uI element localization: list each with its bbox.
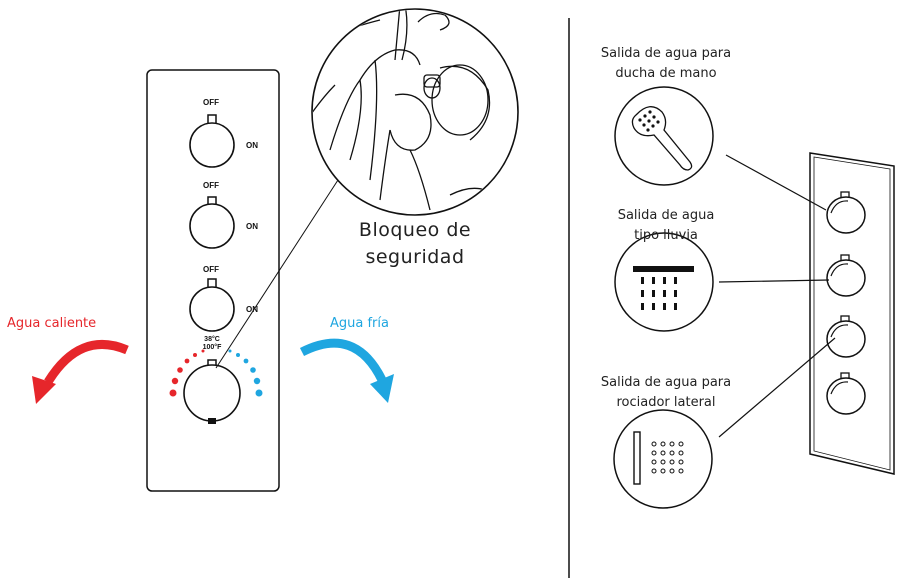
right-knob-4 [826,372,866,415]
cold-temperature-dots [228,349,263,397]
hot-temperature-dots [169,349,205,397]
safety-lock-label-line2: seguridad [365,246,465,268]
lock-leader-line [215,179,339,369]
side-jet-icon [613,409,713,509]
valve-1-off-label: OFF [203,98,219,107]
hot-water-label: Agua caliente [7,316,97,331]
side-jet-callout-line1: Salida de agua para [600,375,732,390]
rain-shower-callout-line1: Salida de agua [617,208,715,223]
valve-knob-1 [189,114,235,168]
hand-shower-icon [614,86,714,186]
right-knob-3 [826,315,866,358]
valve-2-off-label: OFF [203,181,219,190]
valve-3-on-label: ON [246,305,258,314]
side-jet-callout-line2: rociador lateral [616,395,716,410]
rain-shower-callout-line2: tipo lluvia [634,228,698,243]
valve-2-on-label: ON [246,222,258,231]
rain-shower-icon [614,232,714,332]
right-knob-2 [826,254,866,297]
connector-side-jet [718,337,836,438]
right-knob-1 [826,191,866,234]
thermostat-knob [183,359,241,424]
valve-3-off-label: OFF [203,265,219,274]
connector-rain-shower [718,279,830,283]
safety-lock-detail-circle [311,8,519,216]
connector-hand-shower [725,154,827,211]
valve-knob-2 [189,196,235,249]
hand-shower-callout-line1: Salida de agua para [600,46,732,61]
temperature-fahrenheit-label: 100°F [202,344,222,351]
safety-lock-label-line1: Bloqueo de [358,219,472,241]
cold-water-arrow [299,338,394,403]
hand-turning-knob-illustration [313,10,491,211]
temperature-celsius-label: 38°C [204,336,220,343]
cold-water-label: Agua fría [330,316,389,331]
hot-water-arrow [32,339,129,404]
valve-knob-3 [189,278,235,332]
valve-1-on-label: ON [246,141,258,150]
hand-shower-callout-line2: ducha de mano [615,66,717,81]
